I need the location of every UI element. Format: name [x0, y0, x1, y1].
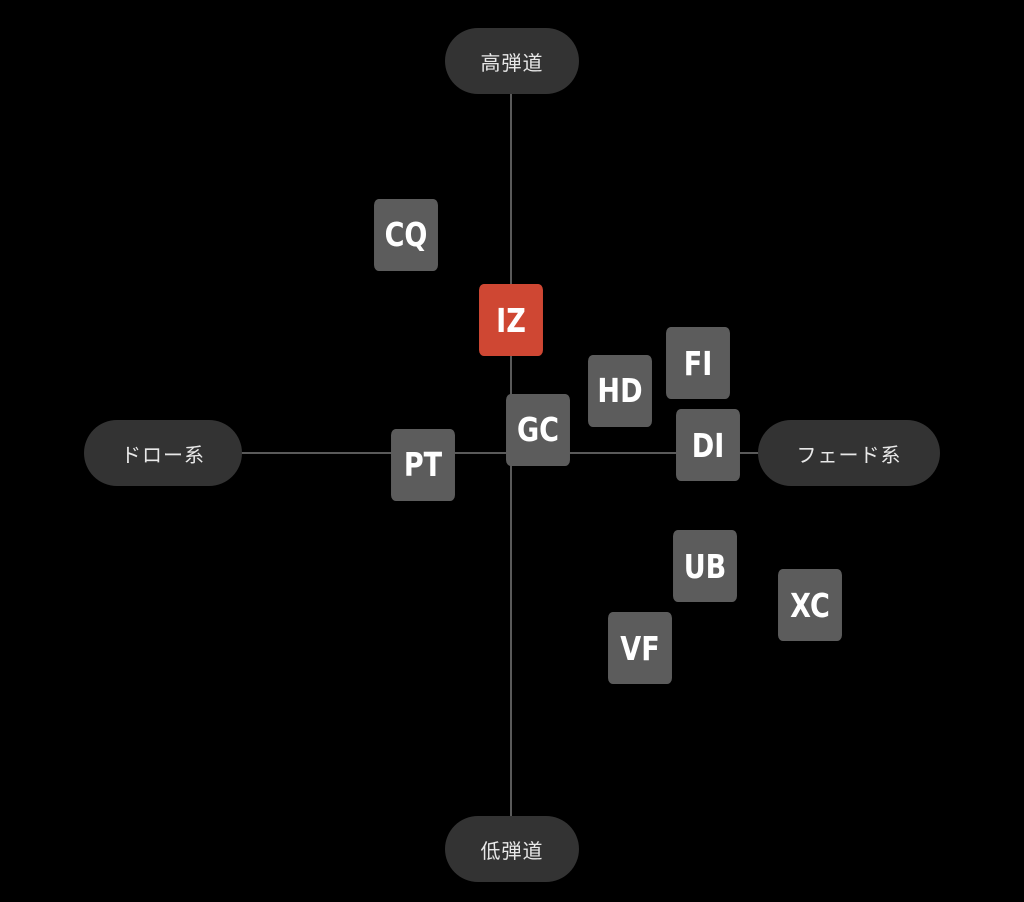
item-tile-iz[interactable]: IZ [479, 284, 543, 357]
axis-label-draw: ドロー系 [84, 420, 242, 486]
item-tile-vf[interactable]: VF [608, 612, 673, 684]
item-tile-di[interactable]: DI [676, 409, 741, 482]
item-tile-hd[interactable]: HD [587, 354, 652, 427]
item-tile-fi[interactable]: FI [666, 327, 730, 400]
item-tile-gc[interactable]: GC [506, 393, 571, 466]
item-tile-xc[interactable]: XC [778, 569, 843, 642]
item-tile-cq[interactable]: CQ [373, 198, 438, 271]
item-tile-pt[interactable]: PT [390, 428, 455, 501]
item-tile-ub[interactable]: UB [672, 530, 737, 603]
axis-label-fade: フェード系 [758, 420, 940, 486]
axis-label-low-trajectory: 低弾道 [445, 816, 579, 882]
axis-label-high-trajectory: 高弾道 [445, 28, 579, 94]
